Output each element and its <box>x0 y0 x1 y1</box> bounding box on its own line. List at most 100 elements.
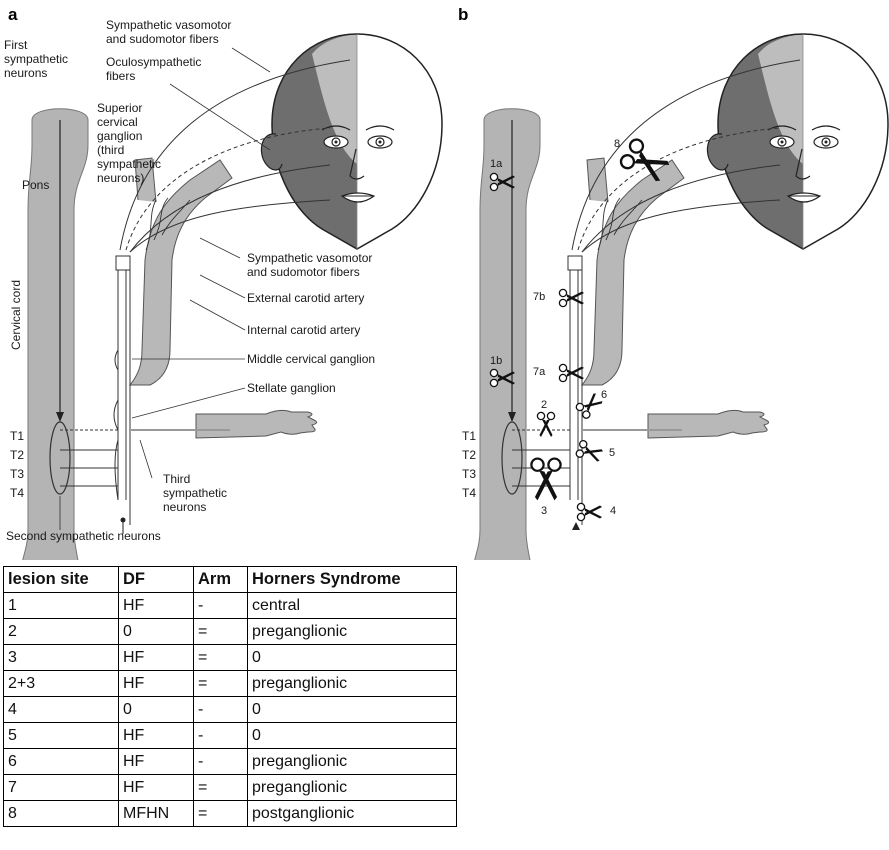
label-first-neurons-3: neurons <box>4 66 47 80</box>
arm-b <box>648 410 769 438</box>
lesion-table: lesion site DF Arm Horners Syndrome 1 HF… <box>3 566 457 827</box>
label-third-neurons-3: neurons <box>163 500 206 514</box>
label-superior-1: Superior <box>97 101 142 115</box>
label-t1-b: T1 <box>462 429 476 443</box>
table-cell: 6 <box>4 749 119 775</box>
label-t3-a: T3 <box>10 467 24 481</box>
spinal-cord-a <box>20 109 88 560</box>
table-cell: 0 <box>119 697 194 723</box>
column-header: DF <box>119 567 194 593</box>
scissors-icon-7a <box>559 364 584 381</box>
label-oculosympathetic-2: fibers <box>106 69 135 83</box>
table-row: 5 HF - 0 <box>4 723 457 749</box>
table-cell: 5 <box>4 723 119 749</box>
table-cell: - <box>194 697 248 723</box>
table-row: 3 HF = 0 <box>4 645 457 671</box>
table-cell: = <box>194 775 248 801</box>
column-header: Arm <box>194 567 248 593</box>
panel-a-label: a <box>8 5 18 24</box>
label-superior-2: cervical <box>97 115 138 129</box>
label-t4-b: T4 <box>462 486 476 500</box>
table-cell: 2+3 <box>4 671 119 697</box>
table-cell: 4 <box>4 697 119 723</box>
label-vasomotor-mid-1: Sympathetic vasomotor <box>247 251 372 265</box>
label-vasomotor-top-1: Sympathetic vasomotor <box>106 18 231 32</box>
table-row: 2+3 HF = preganglionic <box>4 671 457 697</box>
carotid-artery-a <box>130 158 232 385</box>
carotid-artery-b <box>582 158 684 385</box>
table-cell: = <box>194 645 248 671</box>
table-cell: 0 <box>248 723 457 749</box>
label-third-neurons-1: Third <box>163 472 190 486</box>
table-cell: 2 <box>4 619 119 645</box>
table-cell: HF <box>119 723 194 749</box>
scissors-icon-4 <box>577 503 602 520</box>
label-stellate-ganglion: Stellate ganglion <box>247 381 336 395</box>
table-cell: 8 <box>4 801 119 827</box>
table-cell: - <box>194 723 248 749</box>
label-superior-6: neurons) <box>97 171 144 185</box>
column-header: Horners Syndrome <box>248 567 457 593</box>
table-row: 4 0 - 0 <box>4 697 457 723</box>
table-cell: 3 <box>4 645 119 671</box>
scissors-icon-3 <box>531 459 560 501</box>
table-cell: = <box>194 619 248 645</box>
lesion-label-2: 2 <box>541 399 547 411</box>
lesion-label-3: 3 <box>541 505 547 517</box>
column-header: lesion site <box>4 567 119 593</box>
lesion-label-1b: 1b <box>490 355 502 367</box>
table-cell: = <box>194 671 248 697</box>
table-cell: 7 <box>4 775 119 801</box>
scissors-icon-2 <box>537 412 554 437</box>
table-cell: 0 <box>248 645 457 671</box>
label-t2-a: T2 <box>10 448 24 462</box>
label-oculosympathetic-1: Oculosympathetic <box>106 55 201 69</box>
lesion-label-5: 5 <box>609 447 615 459</box>
spinal-cord-b <box>472 109 540 560</box>
label-vasomotor-mid-2: and sudomotor fibers <box>247 265 360 279</box>
label-t3-b: T3 <box>462 467 476 481</box>
table-row: 8 MFHN = postganglionic <box>4 801 457 827</box>
table-cell: 1 <box>4 593 119 619</box>
table-cell: HF <box>119 593 194 619</box>
table-header-row: lesion site DF Arm Horners Syndrome <box>4 567 457 593</box>
label-first-neurons-1: First <box>4 38 28 52</box>
label-vasomotor-top-2: and sudomotor fibers <box>106 32 219 46</box>
scissors-icon-7b <box>559 289 584 306</box>
table-cell: postganglionic <box>248 801 457 827</box>
table-row: 6 HF - preganglionic <box>4 749 457 775</box>
table-cell: central <box>248 593 457 619</box>
label-superior-5: sympathetic <box>97 157 161 171</box>
sympathetic-pathway-figure: a First sympathetic neurons Pons Cervica… <box>0 0 889 560</box>
label-internal-carotid: Internal carotid artery <box>247 323 360 337</box>
table-cell: preganglionic <box>248 619 457 645</box>
panel-b-label: b <box>458 5 468 24</box>
table-cell: HF <box>119 671 194 697</box>
label-superior-3: ganglion <box>97 129 142 143</box>
lesion-label-6: 6 <box>601 389 607 401</box>
label-t2-b: T2 <box>462 448 476 462</box>
head-b <box>707 34 888 249</box>
table-cell: - <box>194 749 248 775</box>
label-t1-a: T1 <box>10 429 24 443</box>
table-row: 7 HF = preganglionic <box>4 775 457 801</box>
label-external-carotid: External carotid artery <box>247 291 364 305</box>
table-row: 1 HF - central <box>4 593 457 619</box>
lesion-label-7b: 7b <box>533 291 545 303</box>
table-cell: HF <box>119 645 194 671</box>
arm-a <box>196 410 317 438</box>
table-cell: HF <box>119 749 194 775</box>
head-a <box>261 34 442 249</box>
table-cell: = <box>194 801 248 827</box>
table-cell: preganglionic <box>248 749 457 775</box>
label-pons-a: Pons <box>22 178 49 192</box>
lesion-label-7a: 7a <box>533 366 546 378</box>
scissors-icon-5 <box>575 440 604 465</box>
table-cell: HF <box>119 775 194 801</box>
label-cervical-cord: Cervical cord <box>9 280 23 350</box>
label-first-neurons-2: sympathetic <box>4 52 68 66</box>
lesion-label-4: 4 <box>610 505 616 517</box>
t-segment-oval-a <box>50 422 70 494</box>
table-cell: preganglionic <box>248 775 457 801</box>
label-middle-ganglion: Middle cervical ganglion <box>247 352 375 366</box>
